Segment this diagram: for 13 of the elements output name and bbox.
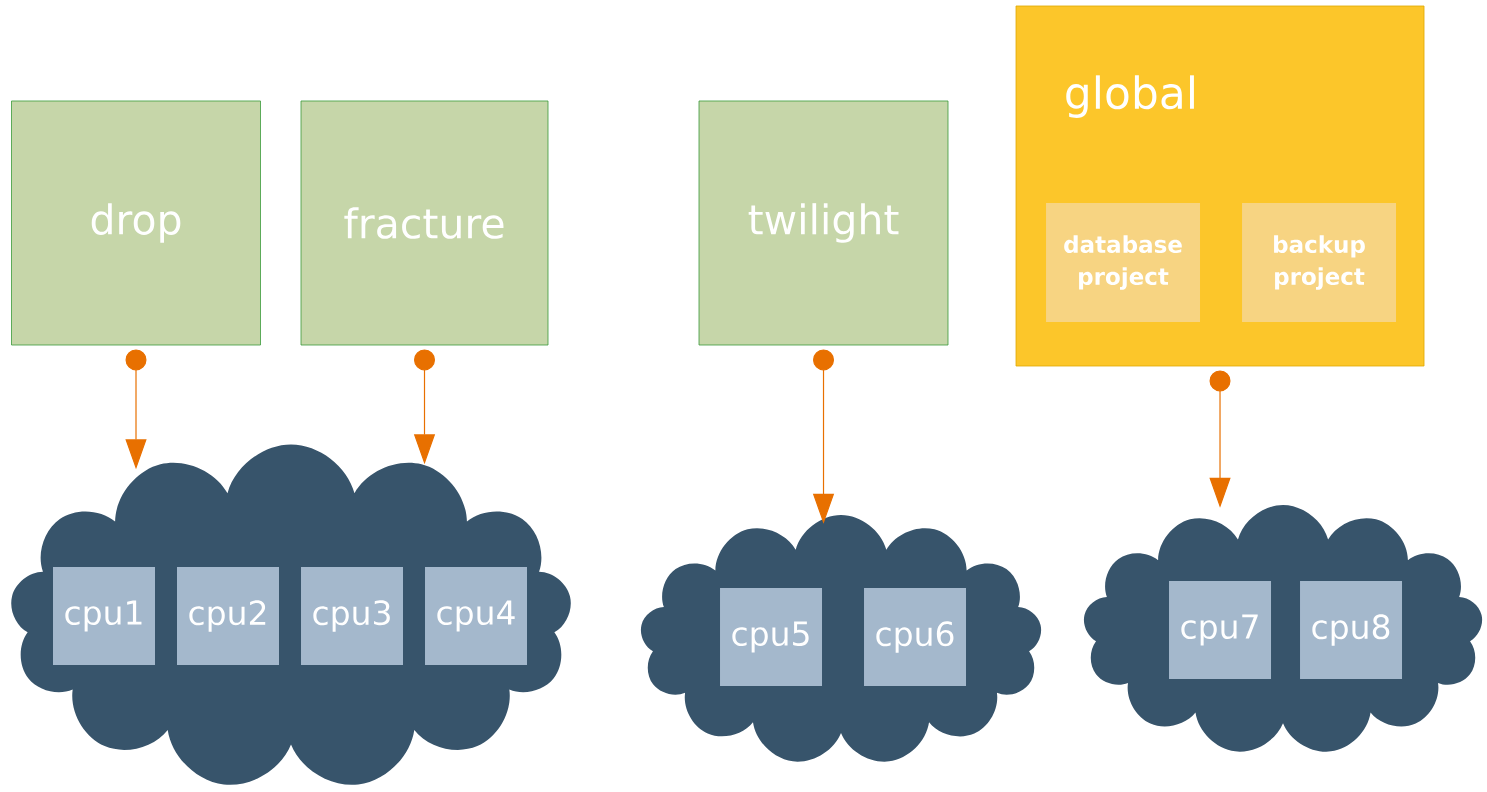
cpu-box: cpu5 (720, 588, 822, 686)
cluster-box: twilight (698, 100, 949, 346)
cpu-box: cpu4 (425, 567, 527, 665)
cpu-box: cpu6 (864, 588, 966, 686)
cpu-box: cpu1 (53, 567, 155, 665)
project-box: backup project (1242, 203, 1396, 322)
cpu-box: cpu3 (301, 567, 403, 665)
cluster-box: fracture (300, 100, 549, 346)
cpu-box: cpu8 (1300, 581, 1402, 679)
cpu-box: cpu2 (177, 567, 279, 665)
cluster-box: drop (11, 100, 261, 346)
cpu-box: cpu7 (1169, 581, 1271, 679)
project-box: database project (1046, 203, 1200, 322)
